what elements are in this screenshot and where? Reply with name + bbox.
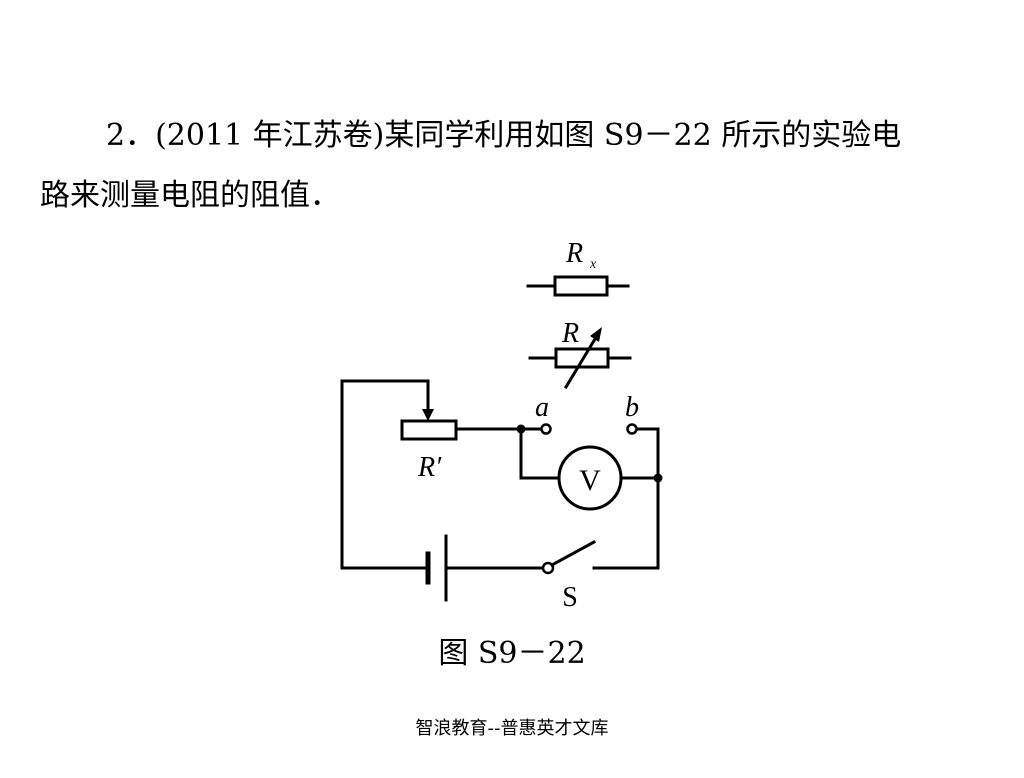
voltmeter-label: V (579, 464, 601, 497)
junction-dot-b (653, 473, 663, 483)
variable-resistor-symbol: R (528, 318, 632, 390)
footer-watermark: 智浪教育--普惠英才文库 (415, 718, 609, 739)
rprime-label: R′ (417, 452, 442, 483)
terminal-b-label: b (625, 392, 639, 423)
terminal-a (540, 423, 552, 435)
rx-label: R (565, 238, 583, 269)
circuit-wires (340, 379, 660, 570)
voltmeter: V (557, 445, 623, 511)
problem-line-2: 路来测量电阻的阻值． (40, 178, 340, 213)
r-label: R (561, 318, 579, 349)
battery (425, 534, 448, 602)
terminal-b (626, 423, 638, 435)
switch-label: S (562, 582, 578, 613)
junction-dot-a (516, 424, 526, 434)
problem-text: 2．(2011 年江苏卷)某同学利用如图 S9－22 所示的实验电 路来测量电阻… (40, 106, 990, 226)
terminal-a-label: a (535, 392, 549, 423)
figure-caption: 图 S9－22 (438, 636, 586, 671)
switch: S (541, 539, 597, 613)
rprime-resistor (400, 419, 458, 441)
problem-line-1: 2．(2011 年江苏卷)某同学利用如图 S9－22 所示的实验电 (106, 118, 902, 153)
rx-resistor-symbol: R x (526, 238, 630, 297)
rx-subscript: x (589, 257, 597, 272)
